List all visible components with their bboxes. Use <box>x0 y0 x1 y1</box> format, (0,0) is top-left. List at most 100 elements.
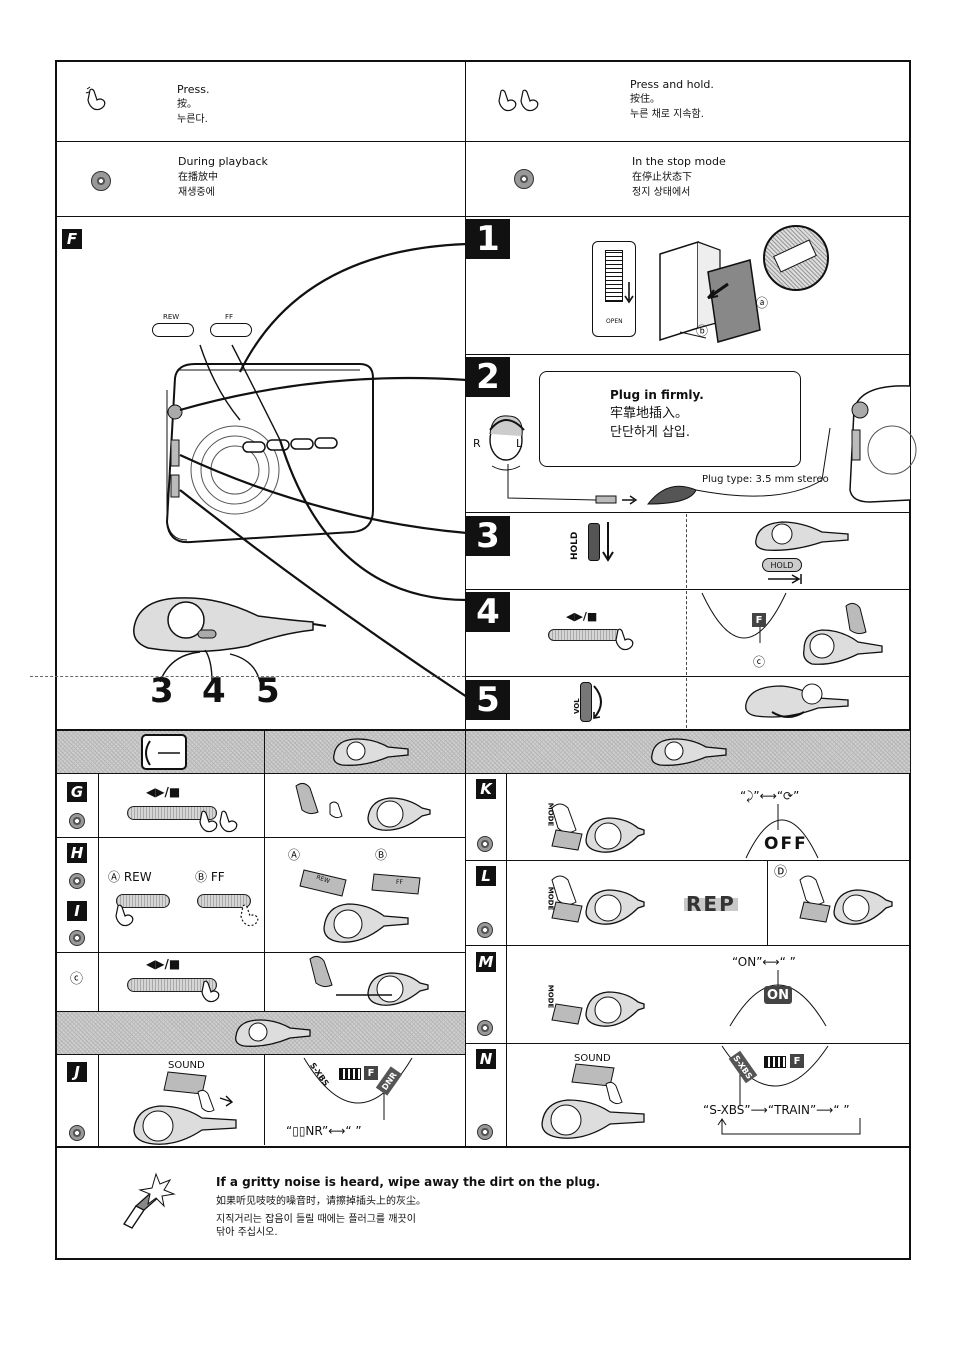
listener-head-illustration <box>489 415 525 471</box>
press-hand-icon <box>201 980 220 1003</box>
remote-mode-press-illustration <box>551 803 645 853</box>
step-3-badge: 3 <box>466 516 510 556</box>
divider <box>56 1011 465 1012</box>
press-hold-zh: 按住。 <box>630 94 660 105</box>
divider <box>56 141 910 142</box>
rew-button <box>116 894 170 908</box>
plug-ko: 단단하게 삽입. <box>610 425 691 440</box>
header-hatch-j <box>57 1012 465 1054</box>
remote-mode-press-illustration <box>551 991 645 1027</box>
divider <box>56 729 910 731</box>
press-hand-dotted-icon <box>240 904 259 927</box>
remote-icon <box>235 1019 311 1047</box>
playback-ko: 재생중에 <box>178 187 215 198</box>
callout-lines <box>179 242 468 698</box>
l-display: REP <box>684 892 738 916</box>
rew-button <box>152 323 194 337</box>
mark-b: ⓑ <box>696 324 709 338</box>
m-display: ON <box>764 986 792 1004</box>
loop-back-arrow <box>717 1118 861 1135</box>
stop-disc-icon <box>477 922 493 938</box>
press-zh: 按。 <box>177 99 197 110</box>
press-hand-icon <box>85 86 106 111</box>
rotate-arrow-icon <box>593 685 602 719</box>
remote-rew-ff-illustration <box>299 869 421 943</box>
press-hold-hands-icon <box>199 810 238 833</box>
stop-disc-icon <box>514 169 534 189</box>
header-hatch-mid <box>265 731 465 773</box>
hold-slide-arrow-icon <box>768 574 802 584</box>
playback-disc-icon <box>477 1124 493 1140</box>
dashed-divider <box>686 514 687 588</box>
detail-zoom-circle <box>763 225 829 291</box>
cassette-player-illustration <box>165 363 374 544</box>
open-label: OPEN <box>606 318 623 325</box>
remote-callout-lines <box>159 649 261 683</box>
remote-press-illustration <box>309 955 429 1006</box>
play-stop-label: ◀▶/■ <box>566 610 598 623</box>
press-ko: 누른다. <box>177 114 208 125</box>
remote-sound-illustration <box>541 1063 645 1139</box>
hold-badge: HOLD <box>762 558 802 572</box>
remote-hold-illustration <box>755 521 849 551</box>
playback-disc-icon <box>91 171 111 191</box>
c-play-stop-button <box>127 978 217 992</box>
remote-press-illustration <box>803 602 883 665</box>
step-2-badge: 2 <box>466 357 510 397</box>
remote-control-illustration <box>133 597 327 653</box>
row-g-badge: G <box>67 782 87 802</box>
j-sound-label: SOUND <box>168 1060 205 1071</box>
plug-callout-box <box>539 371 801 467</box>
divider <box>56 952 465 953</box>
divider <box>264 731 265 1145</box>
g-play-stop-label: ◀▶/■ <box>146 785 181 799</box>
divider <box>465 217 466 729</box>
remote-icon <box>333 738 409 766</box>
remote-sound-illustration <box>133 1071 237 1145</box>
row-i-badge: I <box>67 901 87 921</box>
j-f-icon: F <box>364 1066 378 1080</box>
l-label: L <box>516 437 523 450</box>
open-slider-panel <box>592 241 636 337</box>
stop-ko: 정지 상태에서 <box>632 187 691 198</box>
ff-small-label: FF <box>396 879 403 886</box>
ff-label: FF <box>225 313 234 321</box>
play-stop-button <box>548 629 622 641</box>
footer-ko-2: 닦아 주십시오. <box>216 1227 278 1238</box>
r-label: R <box>473 437 481 450</box>
stop-disc-icon <box>477 836 493 852</box>
divider <box>56 773 465 774</box>
row-m-badge: M <box>476 952 496 972</box>
volume-wheel <box>580 682 592 722</box>
k-sequence: “⤸”⟷“⟳” <box>740 789 800 803</box>
playback-disc-icon <box>69 930 85 946</box>
j-sequence: “▯▯NR”⟷“ ” <box>286 1124 362 1138</box>
c-play-stop-label: ◀▶/■ <box>146 957 181 971</box>
remote-volume-illustration <box>745 683 849 718</box>
row-n-badge: N <box>476 1049 496 1069</box>
divider <box>466 589 910 590</box>
footer-zh: 如果听见吱吱的噪音时，请擦掉插头上的灰尘。 <box>216 1196 426 1207</box>
callout-3: 3 <box>150 671 174 711</box>
m-sequence: “ON”⟷“ ” <box>732 955 796 969</box>
battery-icon <box>764 1056 786 1068</box>
h-a-mark: Ⓐ <box>288 848 301 862</box>
g-play-stop-button <box>127 806 217 820</box>
dashed-divider <box>686 678 687 728</box>
stop-disc-icon <box>477 1020 493 1036</box>
remote-mode-press-illustration <box>551 875 645 925</box>
press-hold-hands-icon <box>498 89 539 112</box>
hold-switch <box>588 523 600 561</box>
divider <box>56 1054 465 1055</box>
footer-en: If a gritty noise is heard, wipe away th… <box>216 1175 601 1189</box>
divider <box>466 676 910 677</box>
row-k-badge: K <box>476 779 496 799</box>
plug-zh: 牢靠地插入。 <box>610 406 689 421</box>
battery-icon <box>339 1068 361 1080</box>
playback-disc-icon <box>69 813 85 829</box>
mark-a: ⓐ <box>756 296 769 310</box>
step-5-badge: 5 <box>466 680 510 720</box>
h-b-mark: Ⓑ <box>375 848 388 862</box>
header-hatch-right <box>466 731 910 773</box>
k-display: OFF <box>764 834 808 854</box>
